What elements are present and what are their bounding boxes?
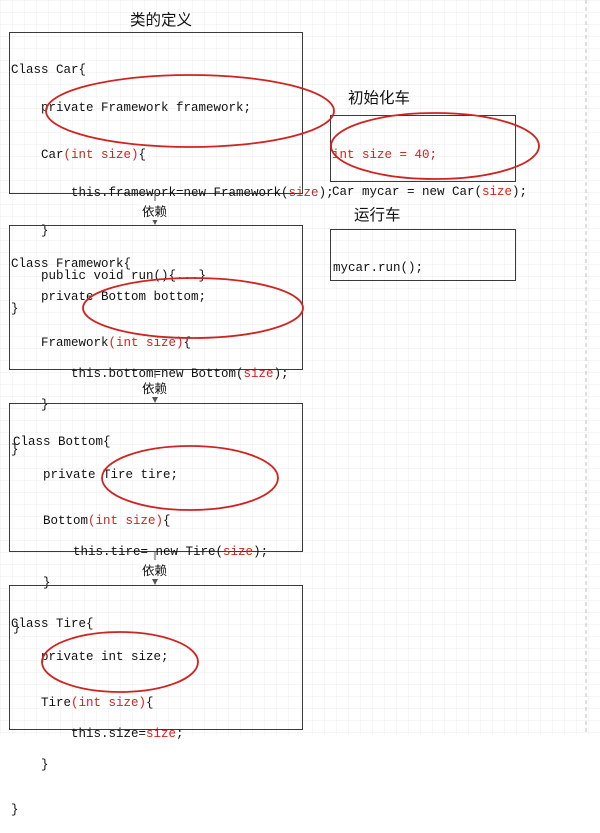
run-car-code: mycar.run(); — [333, 246, 423, 291]
code-line: Class Framework{ — [11, 257, 132, 271]
run-car-box — [330, 229, 516, 281]
code-line: } — [13, 621, 21, 635]
class-bottom-box — [9, 403, 303, 552]
code-line: Class Bottom{ — [13, 435, 111, 449]
ctor-brace: { — [183, 336, 192, 350]
code-line: Car mycar = new Car(size); — [332, 185, 527, 200]
code-line: Car(int size){ — [11, 148, 334, 163]
dependency-label: 依赖 — [141, 560, 169, 579]
ctor-name: Tire — [11, 696, 72, 710]
body-arg: size — [146, 727, 177, 741]
body-arg: size — [288, 186, 319, 200]
ctor-brace: { — [146, 696, 154, 710]
code-line: } — [13, 576, 51, 590]
body-text: ); — [512, 185, 528, 199]
code-line: } — [11, 758, 49, 772]
body-arg: size — [243, 367, 274, 381]
title-run-car: 运行车 — [354, 206, 401, 224]
code-line: Framework(int size){ — [11, 336, 289, 351]
ctor-param: (int size) — [71, 696, 147, 710]
body-text: this.tire= new Tire( — [13, 545, 224, 559]
dependency-label: 依赖 — [141, 378, 169, 397]
code-line: } — [11, 443, 19, 457]
code-line: Bottom(int size){ — [13, 514, 268, 529]
code-line: Class Car{ — [11, 63, 87, 77]
body-arg: size — [223, 545, 254, 559]
title-initialize-car: 初始化车 — [348, 89, 411, 107]
dependency-label: 依赖 — [141, 201, 169, 220]
ctor-param: (int size) — [88, 514, 164, 528]
code-line: private Tire tire; — [13, 468, 179, 482]
body-text: this.size= — [11, 727, 147, 741]
code-line: mycar.run(); — [333, 261, 424, 275]
body-text: this.bottom=new Bottom( — [11, 367, 244, 381]
body-text: this.framework=new Framework( — [11, 186, 289, 200]
body-text: ); — [318, 186, 334, 200]
code-line: } — [11, 224, 49, 238]
code-line: } — [11, 803, 19, 817]
ctor-name: Framework — [11, 336, 109, 350]
ctor-name: Bottom — [13, 514, 89, 528]
body-arg: size — [482, 185, 513, 199]
code-line: this.framework=new Framework(size); — [11, 186, 334, 201]
code-line: private Bottom bottom; — [11, 290, 207, 304]
init-car-code: int size = 40; Car mycar = new Car(size)… — [332, 133, 527, 215]
title-class-definition: 类的定义 — [130, 11, 193, 29]
class-bottom-code: Class Bottom{ private Tire tire; Bottom(… — [13, 420, 268, 651]
code-line: Tire(int size){ — [11, 696, 184, 711]
body-text: ); — [253, 545, 269, 559]
ctor-param: (int size) — [108, 336, 184, 350]
code-line: Class Tire{ — [11, 617, 94, 631]
ctor-brace: { — [138, 148, 147, 162]
class-tire-code: Class Tire{ private int size; Tire(int s… — [11, 602, 184, 833]
code-line: private int size; — [11, 650, 169, 664]
class-tire-box — [9, 585, 303, 730]
body-text: Car mycar = new Car( — [332, 185, 483, 199]
code-line: private Framework framework; — [11, 101, 252, 115]
ctor-param: (int size) — [63, 148, 139, 162]
body-text: ; — [176, 727, 184, 741]
code-line: this.tire= new Tire(size); — [13, 545, 268, 560]
code-line: } — [11, 398, 49, 412]
ctor-brace: { — [163, 514, 171, 528]
ctor-name: Car — [11, 148, 64, 162]
body-text: ); — [273, 367, 289, 381]
code-line: int size = 40; — [332, 148, 438, 162]
code-line: } — [11, 302, 19, 316]
